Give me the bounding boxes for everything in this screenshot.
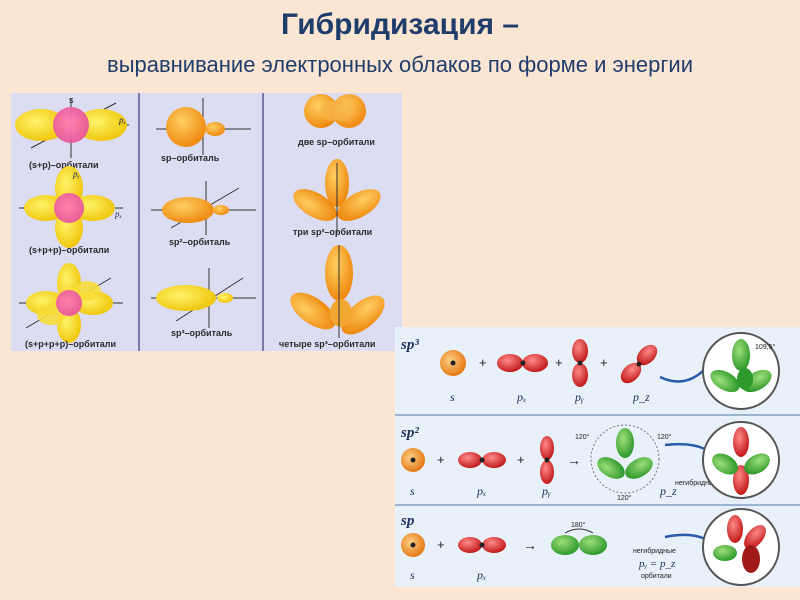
label-py-pz: pᵧ = p_z bbox=[638, 558, 676, 570]
row-sp3: sp³ s + pₓ + pᵧ + p_z 109,5° bbox=[400, 332, 780, 410]
angle-label-a: 120° bbox=[575, 433, 590, 441]
caption-sp2: sp²–орбиталь bbox=[169, 237, 231, 247]
label-py: pᵧ bbox=[574, 390, 584, 404]
angle-label-b: 120° bbox=[657, 433, 672, 441]
slide-subtitle: выравнивание электронных облаков по форм… bbox=[107, 52, 693, 77]
axis-label-s: s bbox=[69, 95, 74, 105]
hybridization-types-panel: sp³ s + pₓ + pᵧ + p_z 109,5° sp² s + pₓ … bbox=[395, 327, 800, 587]
arrow-symbol: → bbox=[567, 452, 581, 468]
plus-sign: + bbox=[555, 355, 563, 370]
arrow-icon bbox=[659, 368, 706, 383]
angle-label: 180° bbox=[571, 521, 586, 529]
sp3-orbital-figure bbox=[151, 268, 256, 328]
plus-sign: + bbox=[437, 537, 445, 552]
row-sp: sp s + pₓ → 180° негибридные pᵧ = p_z ор… bbox=[400, 508, 780, 586]
label-py: pᵧ bbox=[541, 484, 551, 498]
label-s: s bbox=[410, 568, 415, 582]
label-px: pₓ bbox=[476, 568, 486, 582]
result-sphere bbox=[702, 421, 780, 499]
label-pz: p_z bbox=[632, 390, 650, 404]
row-type-label: sp bbox=[400, 513, 415, 529]
plus-sign: + bbox=[600, 355, 608, 370]
axis-label-py: pᵧ bbox=[72, 169, 80, 179]
angle-label-c: 120° bbox=[617, 494, 632, 502]
axis-label-px: pₓ bbox=[118, 115, 127, 125]
label-s: s bbox=[410, 484, 415, 498]
label-pz: p_z bbox=[659, 484, 677, 498]
sp2-orbital-figure bbox=[151, 181, 256, 235]
nonhybrid-label: негибридные bbox=[633, 547, 676, 555]
label-px: pₓ bbox=[516, 390, 526, 404]
row-type-label: sp² bbox=[400, 425, 419, 441]
caption-three-sp2: три sp²–орбитали bbox=[293, 227, 372, 237]
caption-sppp-raw: (s+p+p+p)–орбитали bbox=[25, 339, 116, 349]
axis-label-px: pₓ bbox=[114, 209, 123, 219]
plus-sign: + bbox=[437, 452, 445, 467]
row-type-label: sp³ bbox=[400, 337, 419, 353]
sp-orbital-figure bbox=[156, 98, 251, 155]
arrow-symbol: → bbox=[523, 537, 537, 553]
spp-orbitals-raw-figure: pᵧ pₓ bbox=[19, 166, 123, 248]
caption-four-sp3: четыре sp³–орбитали bbox=[279, 339, 375, 349]
orbitals-label: орбитали bbox=[641, 572, 672, 580]
row-sp2: sp² s + pₓ + pᵧ → 120° 120° 120° p_z нег… bbox=[400, 421, 780, 502]
two-sp-orbitals-figure bbox=[304, 94, 366, 128]
sp-orbitals-raw-figure: s pₓ bbox=[15, 95, 129, 158]
caption-sp: sp–орбиталь bbox=[161, 153, 220, 163]
angle-label: 109,5° bbox=[755, 343, 776, 351]
three-sp2-orbitals-figure bbox=[293, 159, 381, 233]
label-s: s bbox=[450, 390, 455, 404]
caption-sp3: sp³–орбиталь bbox=[171, 328, 233, 338]
arrow-icon bbox=[664, 442, 706, 451]
caption-spp-raw: (s+p+p)–орбитали bbox=[29, 245, 109, 255]
four-sp3-orbitals-figure bbox=[290, 245, 385, 338]
plus-sign: + bbox=[479, 355, 487, 370]
arrow-icon bbox=[664, 533, 706, 541]
caption-two-sp: две sp–орбитали bbox=[298, 137, 375, 147]
plus-sign: + bbox=[517, 452, 525, 467]
caption-sp-raw: (s+p)–орбитали bbox=[29, 160, 99, 170]
label-px: pₓ bbox=[476, 484, 486, 498]
sppp-orbitals-raw-figure bbox=[19, 263, 123, 343]
slide-title: Гибридизация – bbox=[280, 8, 520, 41]
orbital-shapes-panel: s pₓ (s+p)–орбитали sp–орбиталь две sp–о… bbox=[11, 93, 402, 351]
